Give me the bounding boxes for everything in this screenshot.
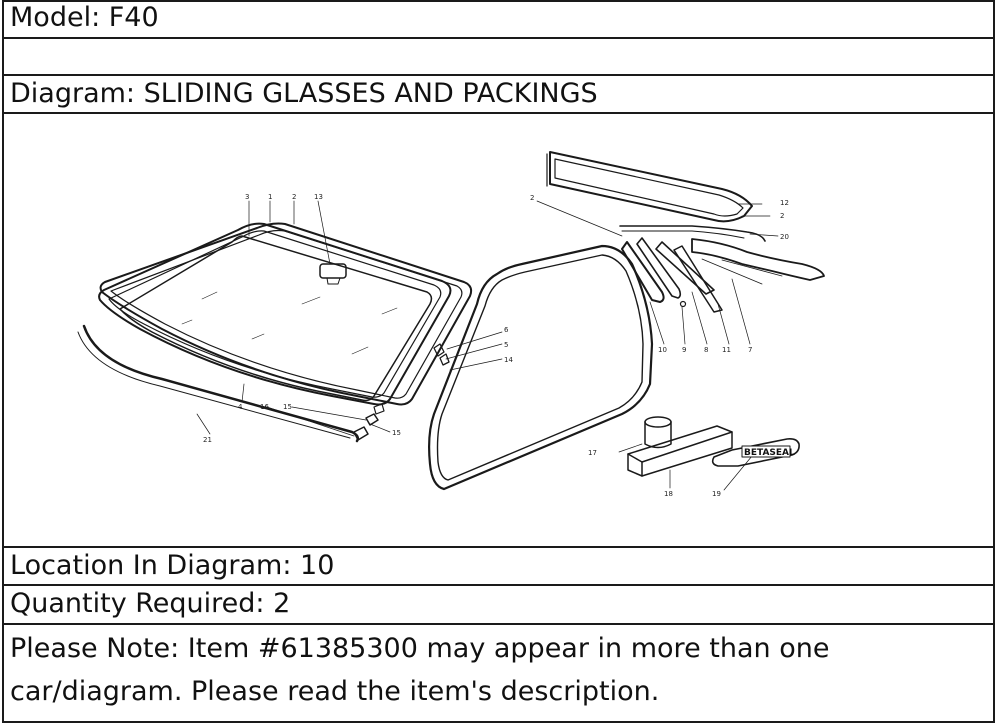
please-note: Please Note: Item #61385300 may appear i… xyxy=(10,633,830,707)
exploded-diagram: 3 1 2 13 2 12 2 20 6 5 14 10 9 8 11 7 4 … xyxy=(2,114,995,548)
quantity-required: Quantity Required: 2 xyxy=(2,586,995,625)
quarter-parts-group xyxy=(546,151,825,313)
label-2-door: 2 xyxy=(530,194,534,202)
label-6: 6 xyxy=(504,326,509,334)
label-4: 4 xyxy=(238,403,243,411)
label-3: 3 xyxy=(245,193,249,201)
label-14: 14 xyxy=(504,356,513,364)
model-line: Model: F40 xyxy=(2,0,995,39)
label-16: 16 xyxy=(260,403,269,411)
label-21: 21 xyxy=(203,436,212,444)
blank-row xyxy=(2,39,995,76)
diagram-title: Diagram: SLIDING GLASSES AND PACKINGS xyxy=(2,76,995,114)
label-2-top: 2 xyxy=(292,193,296,201)
label-10: 10 xyxy=(658,346,667,354)
windscreen-group xyxy=(77,222,473,443)
label-13: 13 xyxy=(314,193,323,201)
label-2-quarter: 2 xyxy=(780,212,784,220)
label-8: 8 xyxy=(704,346,708,354)
part-labels: 3 1 2 13 2 12 2 20 6 5 14 10 9 8 11 7 4 … xyxy=(203,193,795,498)
label-15-upper: 15 xyxy=(283,403,292,411)
label-12: 12 xyxy=(780,199,789,207)
label-9: 9 xyxy=(682,346,686,354)
leader-lines xyxy=(196,200,779,491)
location-in-diagram: Location In Diagram: 10 xyxy=(2,548,995,586)
label-5: 5 xyxy=(504,341,508,349)
label-15-lower: 15 xyxy=(392,429,401,437)
label-18: 18 xyxy=(664,490,673,498)
label-20: 20 xyxy=(780,233,789,241)
consumables-group xyxy=(627,416,800,477)
label-11: 11 xyxy=(722,346,731,354)
label-7: 7 xyxy=(748,346,752,354)
diagram-drawing: 3 1 2 13 2 12 2 20 6 5 14 10 9 8 11 7 4 … xyxy=(77,151,825,498)
side-glass-seal xyxy=(428,244,654,491)
label-19: 19 xyxy=(712,490,721,498)
label-1: 1 xyxy=(268,193,272,201)
betaseal-tube-text: BETASEAL xyxy=(744,448,795,458)
label-17: 17 xyxy=(588,449,597,457)
